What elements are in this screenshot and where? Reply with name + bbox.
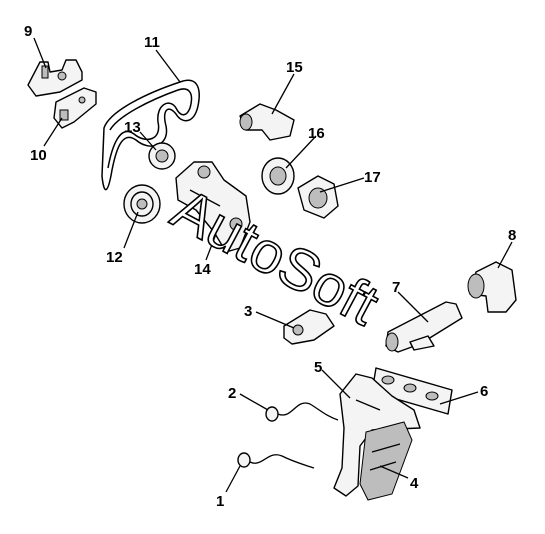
- callout-1: 1: [216, 493, 224, 510]
- callout-15: 15: [286, 59, 303, 76]
- part-7-pipe: [385, 301, 463, 353]
- callout-14: 14: [194, 261, 211, 278]
- callout-6: 6: [480, 383, 488, 400]
- callout-12: 12: [106, 249, 123, 266]
- part-14-tensioner-bracket: [175, 161, 251, 253]
- callout-10: 10: [30, 147, 47, 164]
- part-2-sensor-cable: [265, 402, 339, 422]
- callout-4: 4: [410, 475, 419, 492]
- callout-13: 13: [124, 119, 141, 136]
- leader-lines: [33, 37, 513, 493]
- part-4-heat-shield: [359, 421, 413, 501]
- part-17-hub: [297, 175, 339, 219]
- part-10-bracket: [53, 87, 97, 129]
- callout-2: 2: [228, 385, 236, 402]
- callout-16: 16: [308, 125, 325, 142]
- watermark-text: AutoSoft: [162, 176, 389, 338]
- callout-9: 9: [24, 23, 32, 40]
- part-9-bracket: [27, 59, 83, 97]
- callout-3: 3: [244, 303, 252, 320]
- part-3-mount: [283, 309, 335, 345]
- part-8-elbow-pipe: [467, 261, 517, 313]
- callout-17: 17: [364, 169, 381, 186]
- part-16-pulley: [261, 157, 295, 195]
- part-1-sensor-cable: [237, 452, 315, 469]
- callout-11: 11: [144, 34, 160, 51]
- callout-7: 7: [392, 279, 400, 296]
- part-15-housing: [239, 103, 295, 141]
- callout-8: 8: [508, 227, 516, 244]
- callout-5: 5: [314, 359, 322, 376]
- part-11-belt: [101, 79, 200, 191]
- part-12-tensioner-pulley: [123, 184, 161, 224]
